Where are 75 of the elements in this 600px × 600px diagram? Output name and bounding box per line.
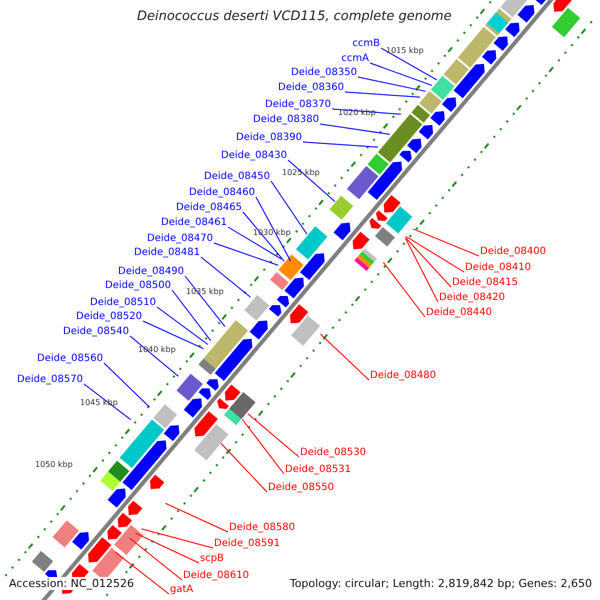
leader-line [406,236,464,272]
info-text: Topology: circular; Length: 2,819,842 bp; Genes: 2,650 [290,577,592,590]
scale-label: 1050 kbp [35,460,73,470]
leader-line [164,502,228,532]
gene-label: Deide_08430 [221,150,287,162]
gene-label: Deide_08415 [452,277,518,289]
gene-label: Deide_08610 [183,570,249,582]
gene-label: Deide_08350 [291,67,357,79]
leader-line [228,226,282,260]
gene-label: Deide_08500 [105,280,171,292]
leader-line [114,552,170,594]
leader-line [214,242,279,266]
gene-label: Deide_08465 [176,202,242,214]
leader-line [344,92,420,98]
gene-label: Deide_08370 [265,99,331,111]
scale-label: 1025 kbp [282,168,320,178]
leader-line [142,320,204,350]
gene-label: Deide_08400 [480,246,546,258]
gene-label: Deide_08560 [37,353,103,365]
leader-line [172,290,212,342]
gene-label: Deide_08440 [426,307,492,319]
gene-label: Deide_08580 [229,522,295,534]
leader-line [320,124,390,135]
gene-label: Deide_08530 [300,447,366,459]
gene-label: Deide_08490 [118,266,184,278]
scale-label: 1015 kbp [386,46,424,56]
leader-line [247,413,300,458]
leader-line [382,262,426,318]
gene-label: Deide_08480 [370,370,436,382]
gene-label: Deide_08540 [63,326,129,338]
leader-line [242,212,285,262]
leader-line [104,362,150,408]
info-text: Accession: NC_012526 [9,577,134,590]
gene-label: Deide_08460 [189,187,255,199]
gene-label: Deide_08420 [439,292,505,304]
gene-label: Deide_08461 [161,217,227,229]
gene-label: Deide_08510 [90,297,156,309]
leader-line [130,336,179,377]
leader-line [370,62,433,86]
gene-label: Deide_08390 [236,132,302,144]
gene-label: Deide_08531 [285,464,351,476]
gene-label: Deide_08591 [214,538,280,550]
leader-line [288,160,336,202]
leader-line [405,238,438,302]
gene-label: scpB [200,553,224,565]
gene-label: Deide_08470 [147,233,213,245]
gene-label: Deide_08550 [268,482,334,494]
title: Deinococcus deserti VCD115, complete genome [137,9,452,24]
leader-line [256,196,292,262]
gene-label: ccmA [341,53,369,65]
leader-line [412,228,480,256]
leader-line [200,256,251,298]
gene-label: Deide_08520 [76,311,142,323]
leader-line [141,528,214,548]
gene-label: Deide_08410 [465,262,531,274]
leader-line [404,236,452,288]
leader-line [302,142,378,148]
leader-line [184,276,226,328]
leader-line [320,334,370,380]
leader-line [135,532,200,564]
leader-line [358,76,426,92]
gene-label: ccmB [352,38,380,50]
gene-label: Deide_08450 [204,171,270,183]
gene-label: Deide_08360 [278,82,344,94]
leader-line [84,384,132,420]
leader-line [220,442,268,492]
leader-line [156,306,208,345]
leader-line [129,538,182,580]
leader-line [242,418,284,474]
gene-label: Deide_08380 [253,114,319,126]
gene-label: gatA [170,584,194,596]
gene-label: Deide_08481 [134,247,200,259]
gene-label: Deide_08570 [17,374,83,386]
leader-line [270,180,308,235]
leader-line [380,48,438,80]
